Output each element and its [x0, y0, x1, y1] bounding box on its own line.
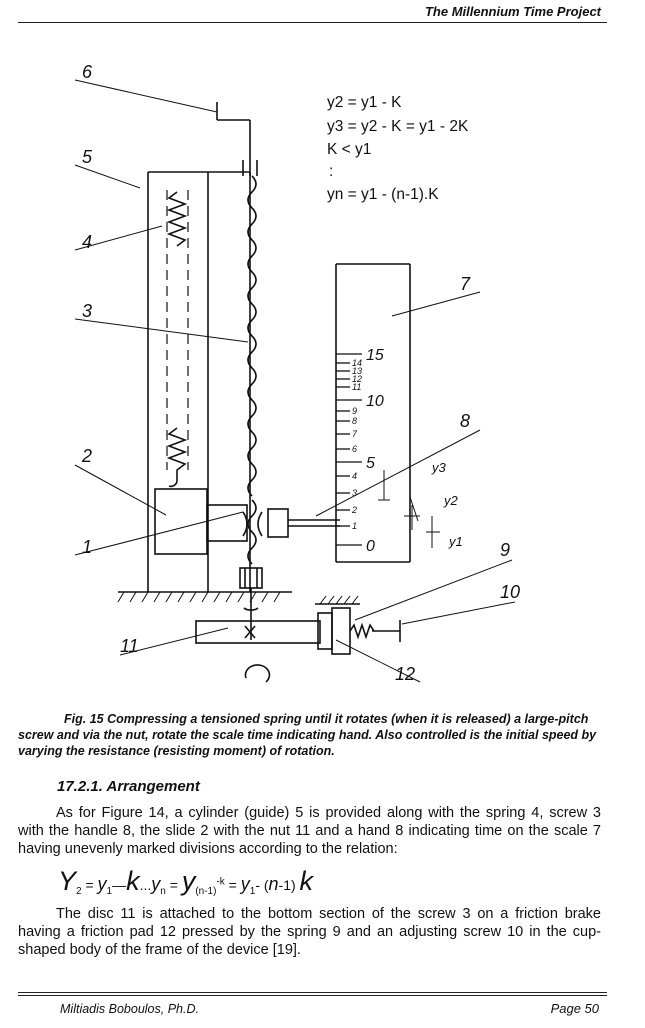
- formula-y1a: y: [97, 874, 107, 894]
- y-dimension-marks: [378, 470, 440, 548]
- nut: [206, 504, 248, 542]
- formula-sub-n1: (n-1): [195, 885, 217, 897]
- equation-2: y3 = y2 - K = y1 - 2K: [327, 118, 469, 135]
- label-12: 12: [395, 664, 415, 684]
- section-title: 17.2.1. Arrangement: [57, 778, 200, 795]
- cup-body-hatch: [319, 595, 359, 605]
- slide-block: [154, 488, 208, 555]
- formula-sup-k: -k: [216, 876, 225, 888]
- formula-sub-1b: 1: [249, 885, 256, 897]
- label-11: 11: [120, 636, 139, 656]
- formula-yn: y: [151, 874, 161, 894]
- label-1: 1: [82, 537, 92, 557]
- scale-tick-label: 8: [352, 416, 357, 426]
- scale-tick-label: 13: [352, 366, 362, 376]
- formula-minus1: -1): [278, 877, 300, 893]
- label-8: 8: [460, 411, 470, 431]
- label-y1: y1: [448, 534, 463, 549]
- label-9: 9: [500, 540, 510, 560]
- formula-dots: ...: [139, 877, 152, 893]
- disc-11: [195, 620, 321, 644]
- label-10: 10: [500, 582, 520, 602]
- leader-lines: [74, 79, 516, 683]
- rotation-arrow: [243, 607, 259, 611]
- formula-k1: k: [126, 866, 140, 896]
- header-title: The Millennium Time Project: [424, 4, 601, 19]
- formula-y1b: y: [240, 874, 250, 894]
- scale-tick-label: 3: [352, 488, 357, 498]
- pad-holder: [331, 607, 351, 655]
- paragraph-disc: The disc 11 is attached to the bottom se…: [18, 906, 601, 958]
- formula-eq3: =: [224, 877, 241, 893]
- scale-tick-label: 7: [352, 429, 358, 439]
- scale-tick-label: 10: [366, 393, 384, 410]
- formula-eq1: =: [81, 877, 98, 893]
- figure-caption: Fig. 15 Compressing a tensioned spring u…: [18, 712, 597, 758]
- scale-tick-label: 12: [352, 374, 362, 384]
- disc-rotation-arrow: [244, 664, 271, 683]
- formula-minus: - (: [255, 877, 269, 893]
- label-4: 4: [82, 232, 92, 252]
- formula-k2: k: [299, 866, 314, 896]
- header-rule: [18, 22, 607, 23]
- break-mark-left: [242, 511, 248, 537]
- formula-Y: Y: [58, 866, 77, 896]
- label-6: 6: [82, 62, 93, 82]
- formula-sub-n: n: [160, 885, 166, 897]
- scale-tick-label: 4: [352, 471, 357, 481]
- scale-tick-label: 2: [351, 505, 357, 515]
- formula-sub-1a: 1: [106, 885, 113, 897]
- equation-1: y2 = y1 - K: [327, 94, 402, 111]
- scale-tick-label: 9: [352, 406, 357, 416]
- hand-holder: [267, 508, 289, 538]
- label-y3: y3: [431, 460, 447, 475]
- scale-tick-label: 1: [352, 521, 357, 531]
- formula-n: n: [268, 874, 279, 894]
- scale-tick-label: 6: [352, 444, 357, 454]
- footer-page-number: Page 50: [550, 1001, 599, 1016]
- footer-author: Miltiadis Boboulos, Ph.D.: [60, 1002, 199, 1016]
- relation-formula: Y2 = y1—k...yn = y(n-1)-k = y1- (n-1) k: [58, 866, 313, 897]
- equation-3: K < y1: [327, 141, 371, 158]
- scale-tick-label: 14: [352, 358, 362, 368]
- paragraph-arrangement: As for Figure 14, a cylinder (guide) 5 i…: [18, 805, 601, 857]
- spring-9: [349, 622, 375, 640]
- footer-rule-2: [18, 995, 607, 996]
- screw-3-lower: [247, 499, 257, 565]
- scale-tick-label: 15: [366, 347, 384, 364]
- spring-upper: [166, 191, 188, 247]
- label-7: 7: [460, 274, 471, 294]
- equation-4: :: [329, 163, 333, 180]
- lower-bearing: [239, 567, 263, 589]
- scale-tick-label: 0: [366, 538, 375, 555]
- label-3: 3: [82, 301, 92, 321]
- page-footer: Miltiadis Boboulos, Ph.D. Page 50: [0, 988, 645, 1028]
- label-5: 5: [82, 147, 93, 167]
- page-header: The Millennium Time Project: [0, 0, 645, 24]
- screw-3: [247, 175, 257, 497]
- equation-5: yn = y1 - (n-1).K: [327, 186, 439, 203]
- footer-rule-1: [18, 992, 607, 993]
- formula-sub-2: 2: [76, 885, 82, 897]
- break-mark-right: [257, 511, 263, 537]
- formula-eq2: =: [165, 877, 182, 893]
- scale-tick-label: 11: [352, 382, 361, 392]
- spring-lower: [166, 427, 188, 488]
- label-2: 2: [81, 446, 92, 466]
- scale-tick-label: 5: [366, 455, 375, 472]
- formula-dash: —: [112, 877, 127, 893]
- ground-hatch: [117, 591, 281, 603]
- formula-y2: y: [181, 866, 196, 896]
- label-y2: y2: [443, 493, 459, 508]
